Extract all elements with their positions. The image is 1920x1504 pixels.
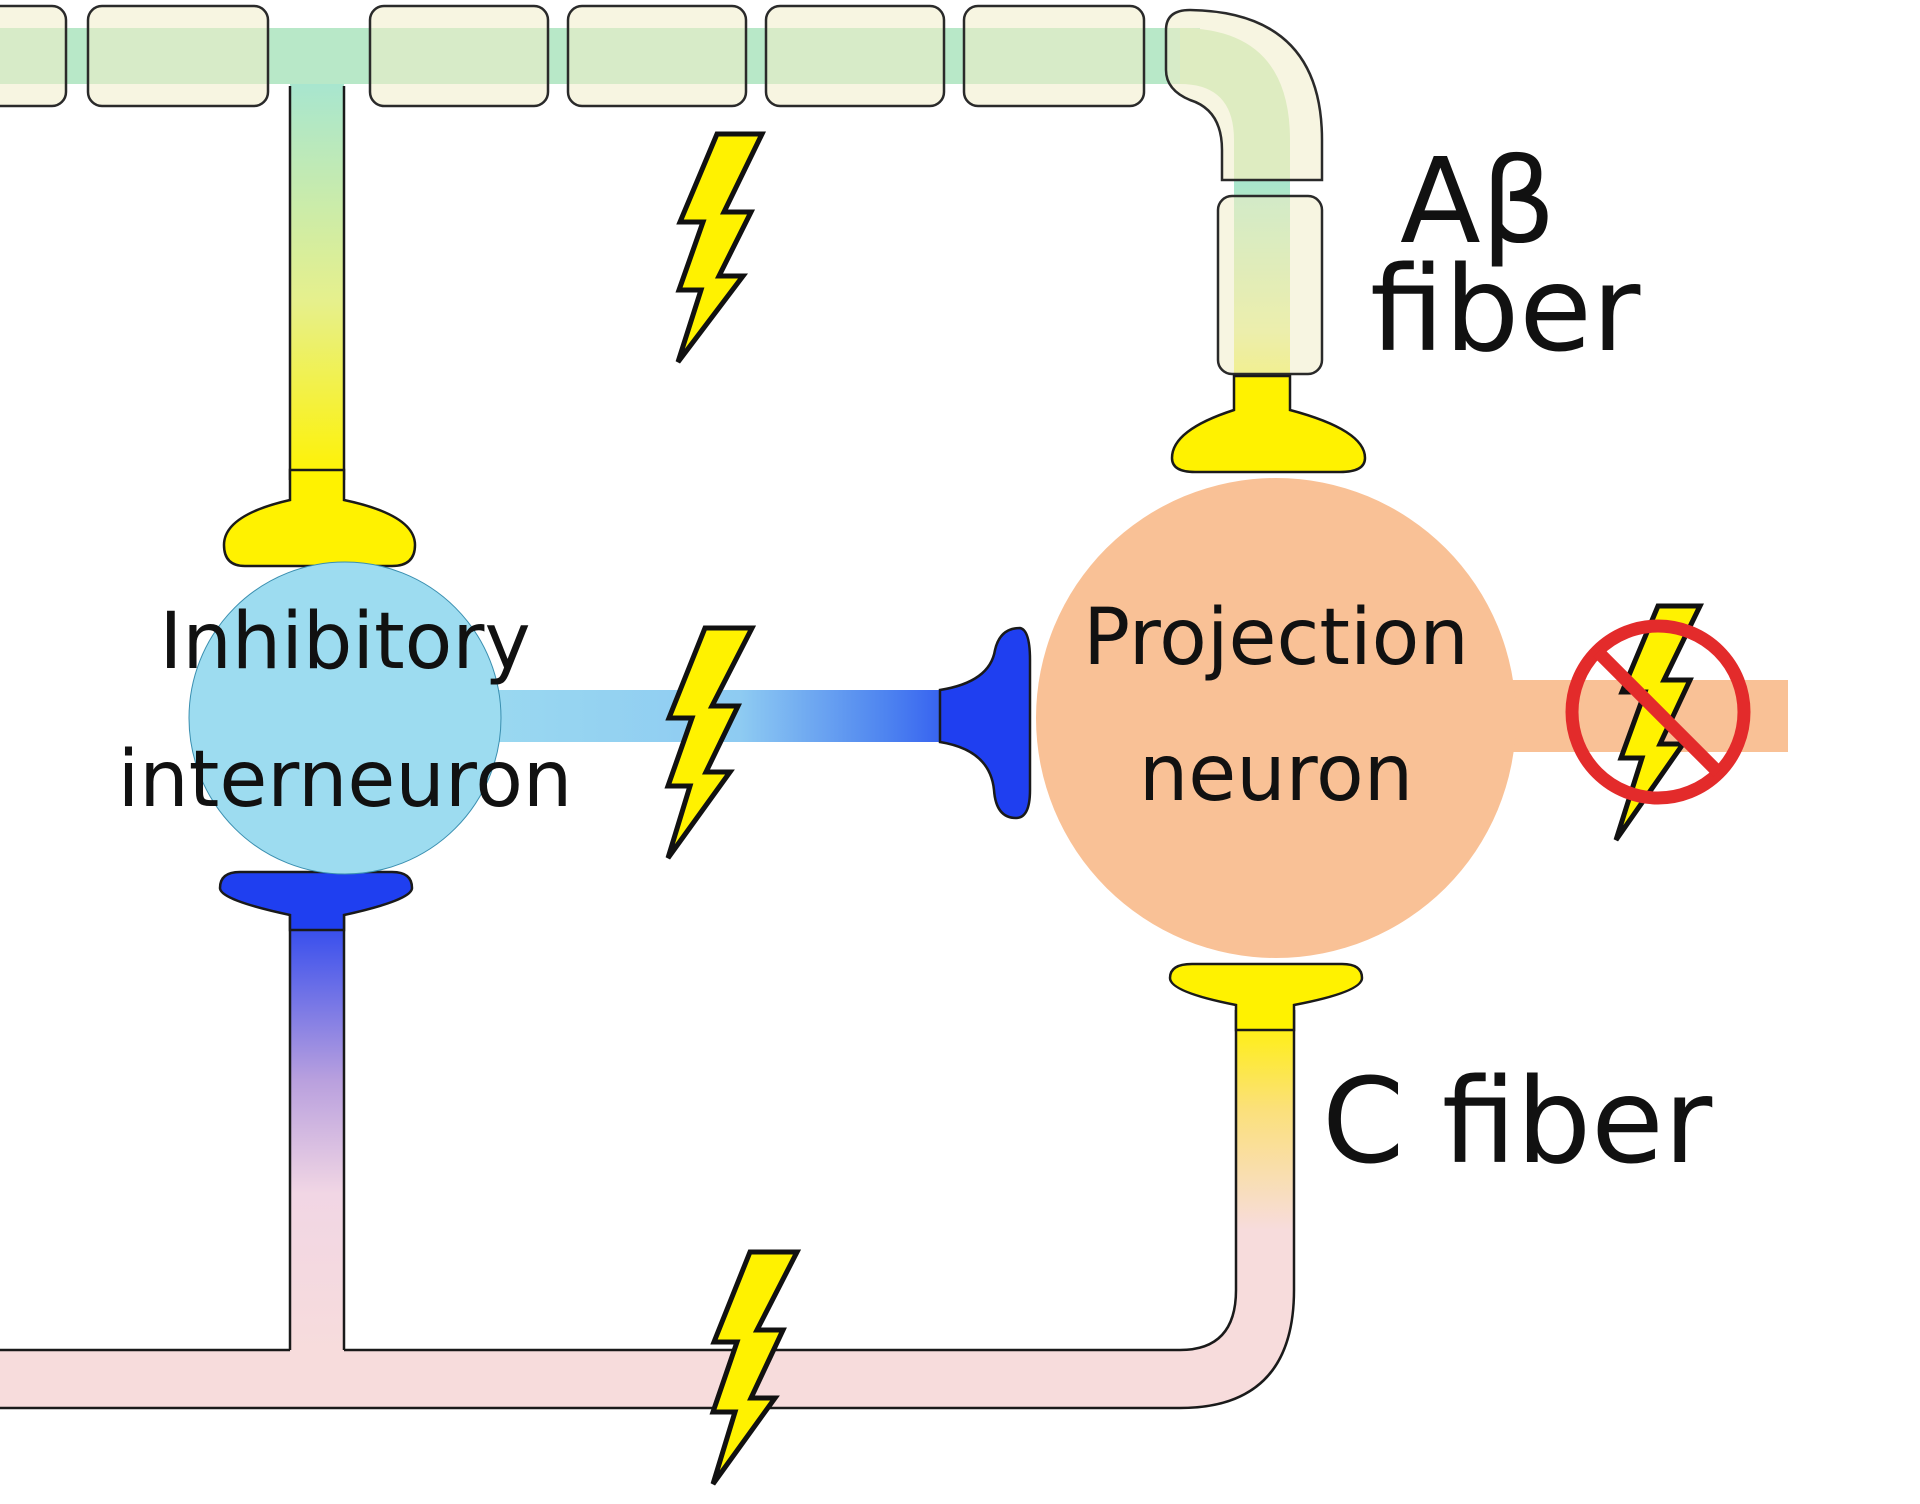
lightning-bolt-icon xyxy=(709,1249,802,1486)
interneuron-label-line2: interneuron xyxy=(118,735,573,825)
bolt-output-blocked xyxy=(1565,603,1751,842)
myelin-segment xyxy=(0,4,68,108)
projection-label-line2: neuron xyxy=(1139,729,1413,819)
myelin-segment xyxy=(1216,194,1324,376)
prohibited-sign-icon xyxy=(1565,619,1751,805)
myelin-segment-bend xyxy=(1164,8,1324,182)
projection-neuron xyxy=(1036,478,1788,958)
bolt-interneuron-axon xyxy=(664,625,757,860)
abeta-excitatory-terminal xyxy=(1170,374,1367,474)
c-fiber xyxy=(0,962,1364,1410)
abeta-fiber-label-line1: Aβ xyxy=(1400,132,1556,270)
lightning-bolt-icon xyxy=(675,131,766,364)
c-collateral-axon xyxy=(290,900,344,1352)
c-fiber-axon-upper xyxy=(1236,1010,1294,1230)
projection-cell-body xyxy=(1036,478,1516,958)
lightning-bolt-icon xyxy=(664,625,757,860)
collateral-excitatory-terminal xyxy=(222,468,417,568)
myelin-segment xyxy=(86,4,270,108)
bolt-c-fiber xyxy=(709,1249,802,1486)
abeta-collateral-axon xyxy=(290,84,344,480)
bolt-abeta xyxy=(675,131,766,364)
c-fiber-excitatory-terminal xyxy=(1168,962,1364,1032)
myelin-segment xyxy=(962,4,1146,108)
projection-label-line1: Projection xyxy=(1083,593,1469,683)
interneuron-inhibitory-terminal xyxy=(938,626,1032,820)
interneuron-cell-body xyxy=(188,561,502,875)
myelin-segment xyxy=(566,4,748,108)
c-fiber-collateral xyxy=(218,870,414,1352)
abeta-collateral xyxy=(222,84,417,568)
c-fiber-label: C fiber xyxy=(1322,1052,1713,1190)
c-fiber-axon xyxy=(0,1010,1294,1408)
myelin-segment xyxy=(764,4,946,108)
interneuron-label-line1: Inhibitory xyxy=(159,597,530,687)
abeta-fiber-label-line2: fiber xyxy=(1370,240,1641,378)
abeta-fiber xyxy=(0,4,1367,474)
c-collateral-inhibitory-terminal xyxy=(218,870,414,932)
myelin-segment xyxy=(368,4,550,108)
